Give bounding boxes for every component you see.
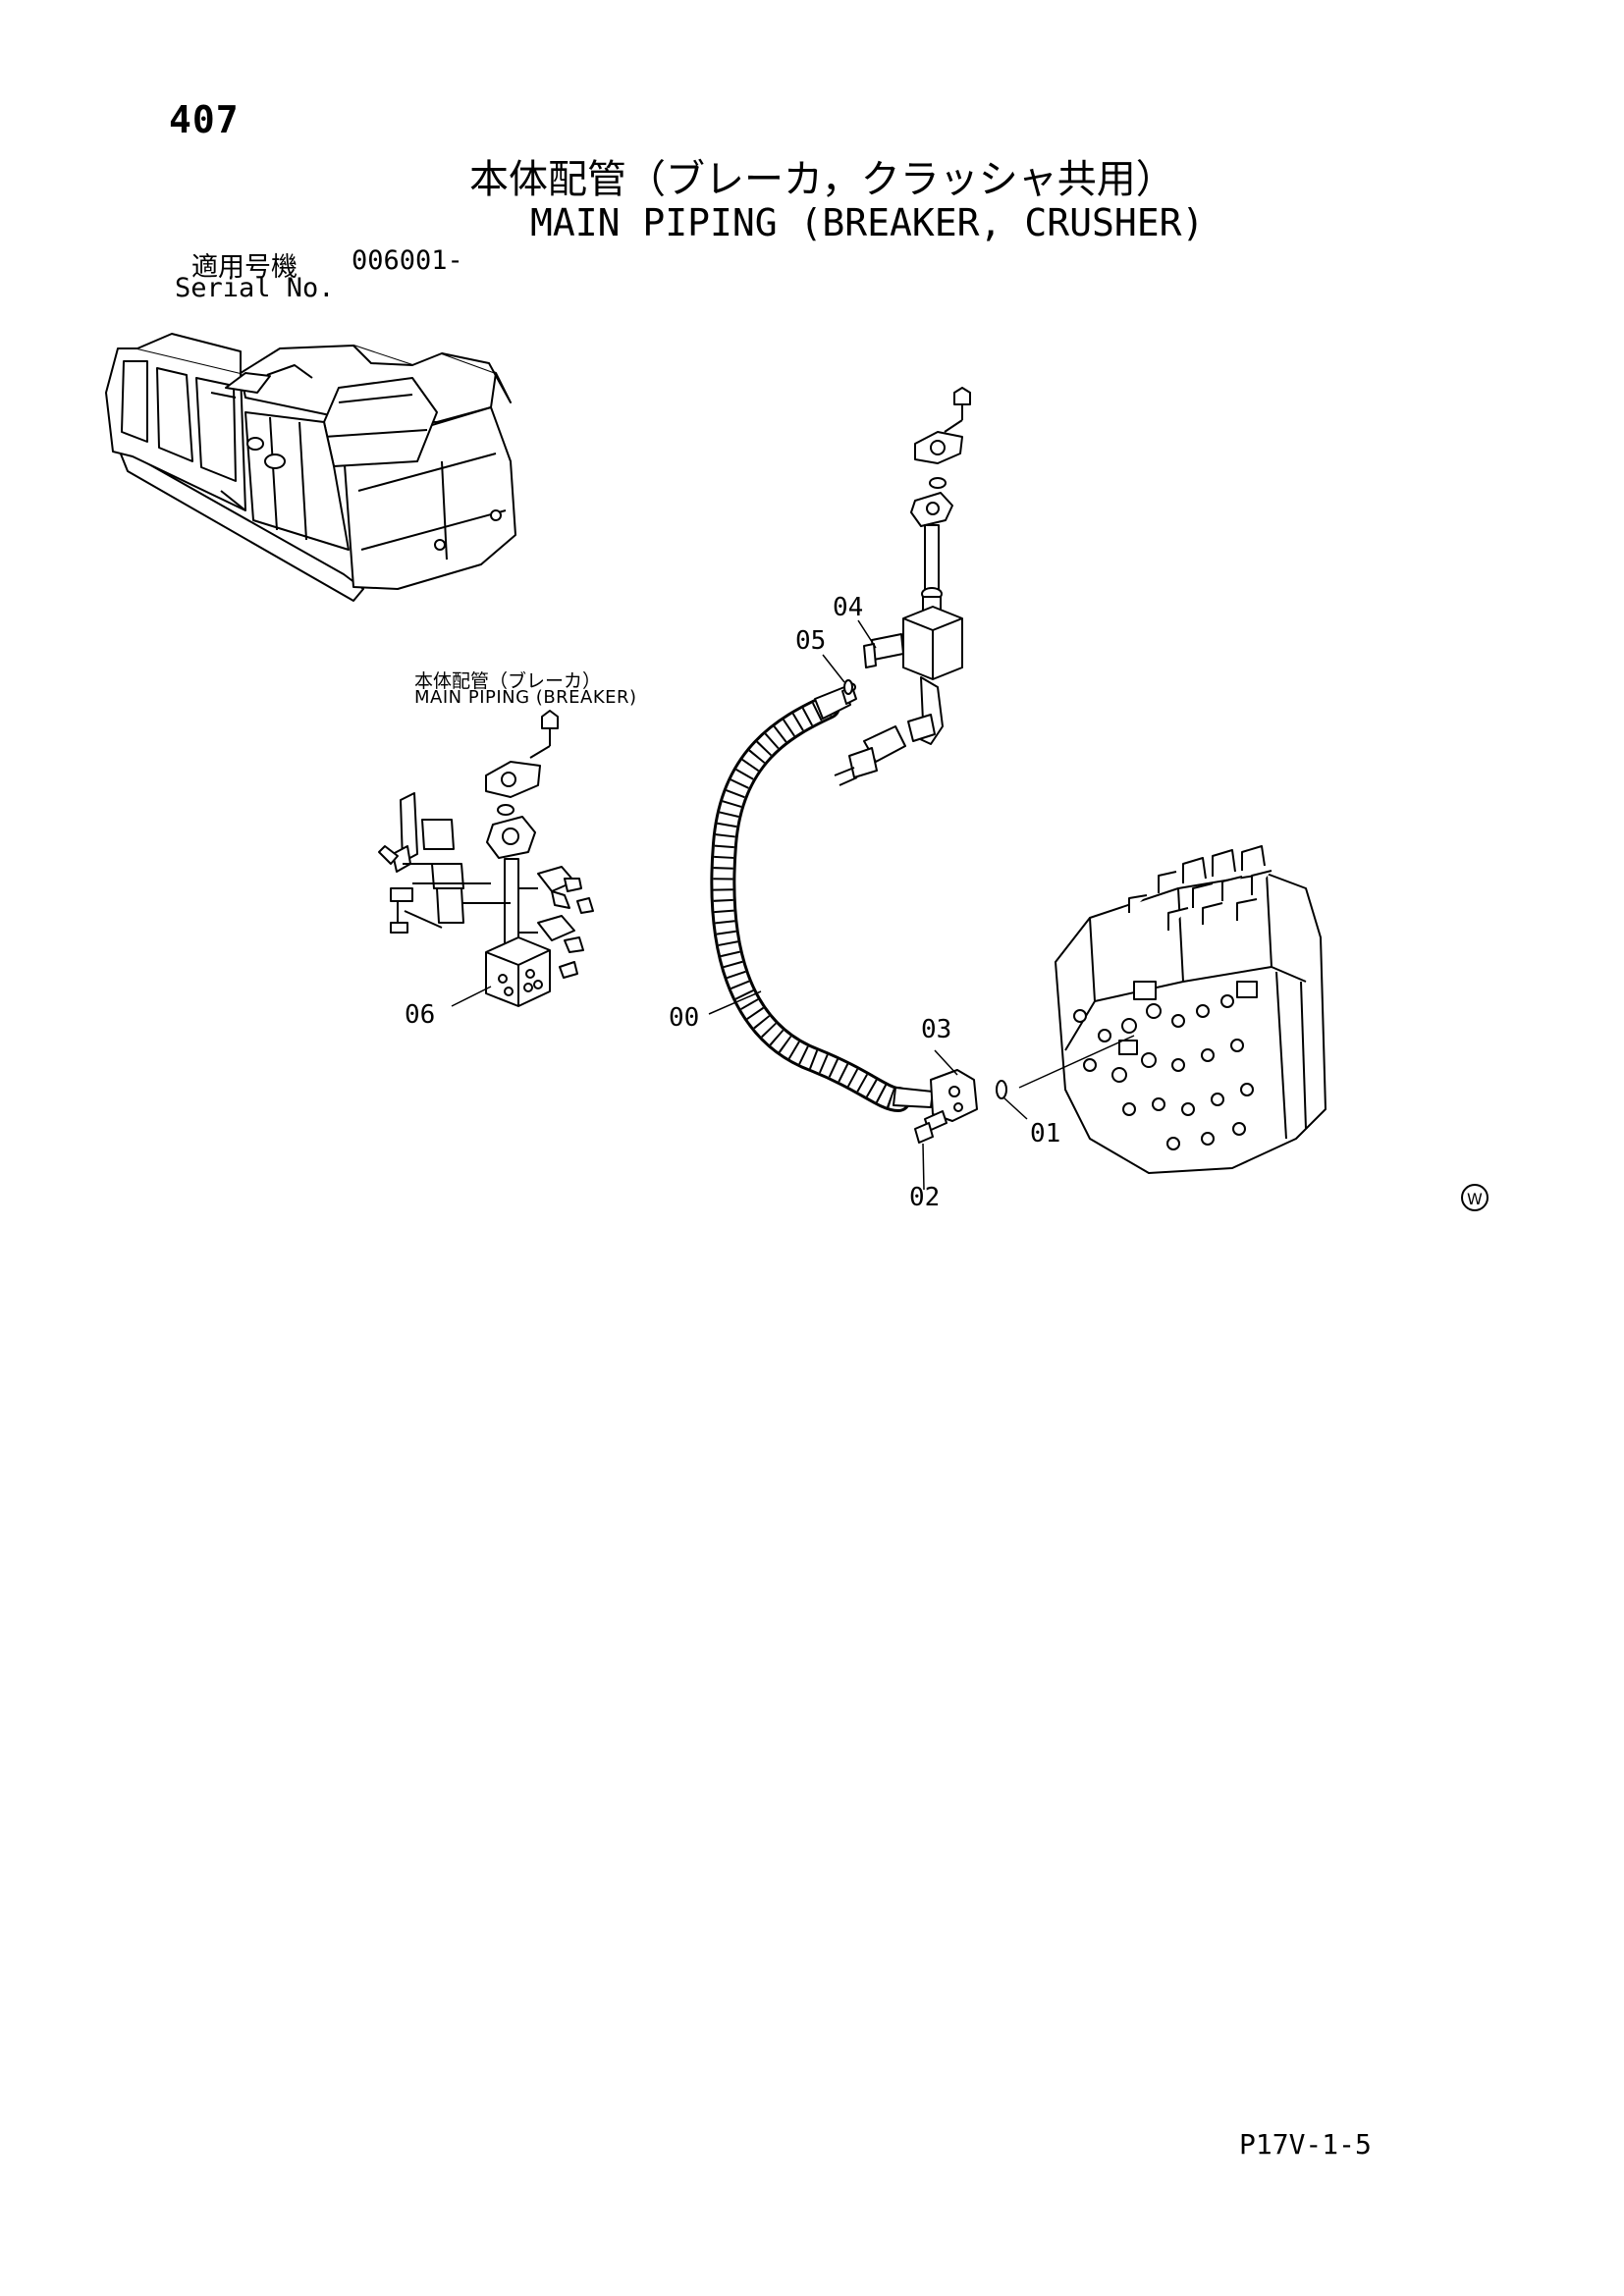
inset-title-english: MAIN PIPING (BREAKER) [414,687,637,708]
callout-02: 02 [909,1183,940,1212]
serial-label-japanese: 適用号機 [191,252,298,283]
inset-title-japanese: 本体配管（ブレーカ） [414,670,602,692]
serial-number-value: 006001- [352,245,463,276]
page-title-english: MAIN PIPING (BREAKER, CRUSHER) [530,201,1205,244]
callout-00: 00 [669,1003,699,1033]
callout-01: 01 [1030,1119,1060,1148]
valve-assembly-illustration [834,387,971,786]
w-mark [1461,1184,1489,1211]
serial-label-english: Serial No. [175,273,335,303]
w-mark-label: W [1467,1190,1483,1208]
excavator-overview-illustration [105,333,516,602]
control-valve-illustration [1055,845,1326,1174]
callout-06: 06 [405,1000,435,1030]
page-title-japanese: 本体配管（ブレーカ，クラッシャ共用） [469,157,1175,202]
callout-05: 05 [795,626,826,656]
callout-03: 03 [921,1015,951,1044]
breaker-inset-illustration [378,710,594,1007]
leader-lines [451,619,1135,1191]
callout-04: 04 [833,593,863,622]
hose-assembly-illustration [710,679,1007,1144]
page-number: 407 [169,98,240,141]
page-code: P17V-1-5 [1239,2128,1372,2161]
